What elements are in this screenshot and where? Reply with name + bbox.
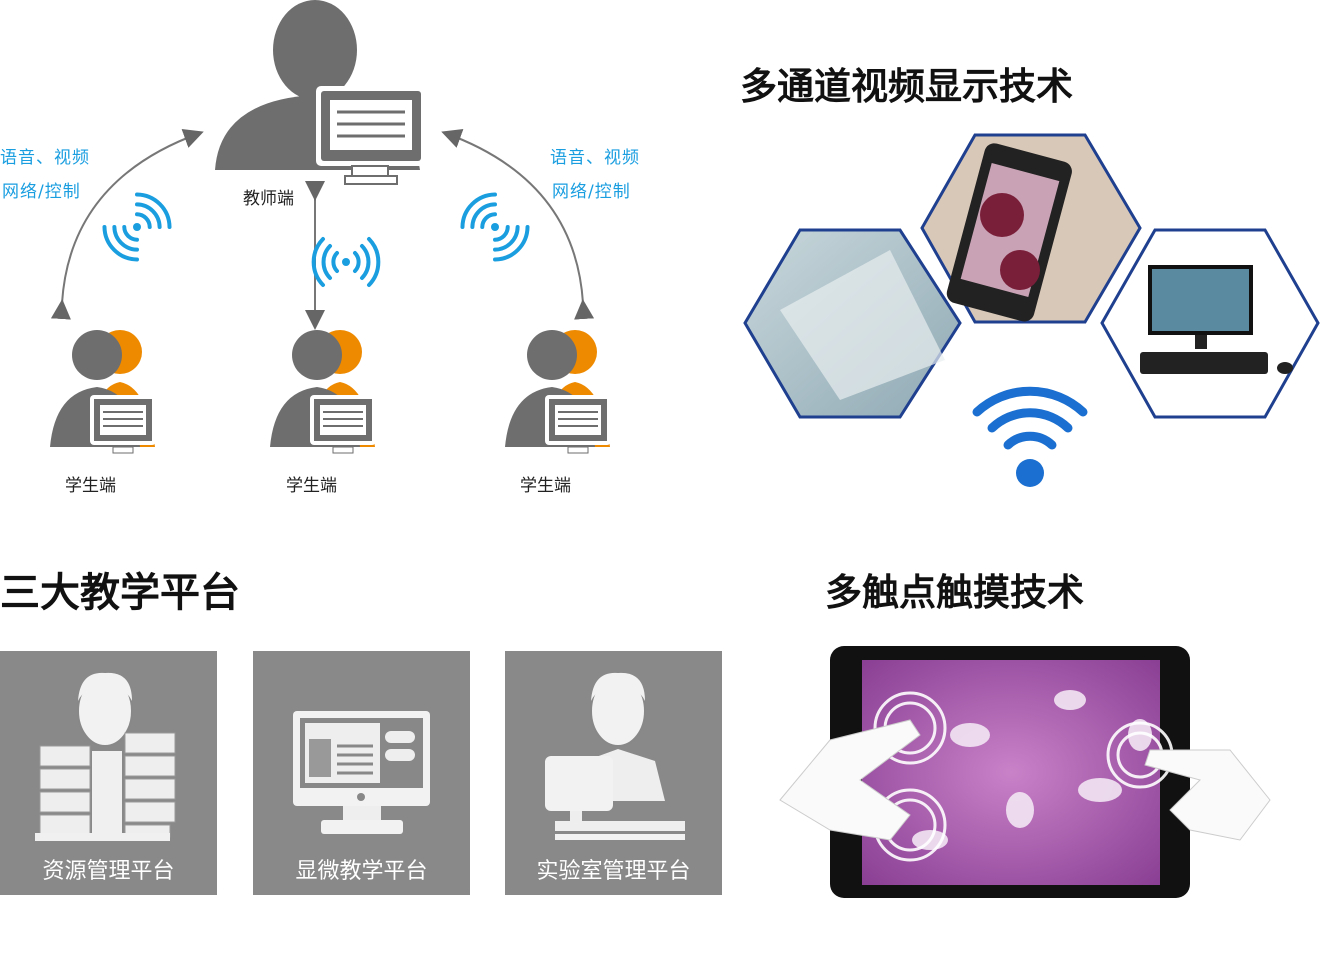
left-label-1: 语音、视频 [0, 148, 90, 168]
student-label: 学生端 [520, 476, 571, 496]
platform-card-lab[interactable]: 实验室管理平台 [505, 651, 722, 895]
student-icon [504, 329, 612, 454]
teacher-books-icon [35, 672, 176, 841]
multichannel-devices [743, 133, 1320, 487]
platform-label: 实验室管理平台 [536, 859, 691, 884]
platform-label: 资源管理平台 [42, 859, 175, 884]
phone-hexagon [920, 133, 1142, 324]
wifi-icon [456, 188, 534, 266]
desktop-hexagon [1100, 228, 1320, 419]
left-label-2: 网络/控制 [2, 182, 81, 202]
multitouch-tablet [779, 646, 1271, 898]
platform-card-microscope[interactable]: 显微教学平台 [253, 651, 470, 895]
teacher-label: 教师端 [243, 189, 294, 209]
student-icon [49, 329, 157, 454]
network-diagram [49, 0, 612, 454]
right-label-2: 网络/控制 [552, 182, 631, 202]
wifi-icon [98, 188, 176, 266]
platform-card-resource[interactable]: 资源管理平台 [0, 651, 217, 895]
wifi-icon [972, 386, 1088, 487]
wifi-icon [311, 237, 381, 287]
right-label-1: 语音、视频 [550, 148, 640, 168]
hand-icon [1144, 749, 1271, 841]
multitouch-title: 多触点触摸技术 [825, 571, 1084, 614]
teacher-computer-icon [545, 672, 685, 840]
tablet-hexagon [743, 228, 962, 419]
teacher-icon [215, 0, 426, 185]
hand-icon [779, 719, 921, 841]
platform-label: 显微教学平台 [295, 859, 428, 884]
monitor-icon [293, 711, 430, 834]
student-label: 学生端 [65, 476, 116, 496]
platforms-title: 三大教学平台 [0, 570, 240, 616]
student-label: 学生端 [286, 476, 337, 496]
student-icon [269, 329, 377, 454]
multichannel-title: 多通道视频显示技术 [740, 65, 1073, 108]
